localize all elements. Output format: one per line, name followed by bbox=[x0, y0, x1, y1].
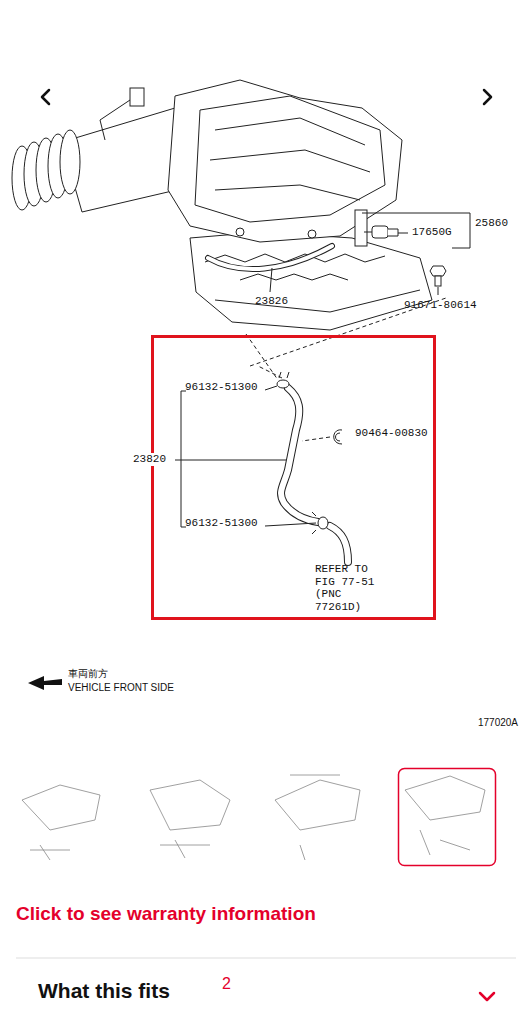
leader-line bbox=[265, 386, 277, 390]
divider bbox=[16, 958, 516, 959]
engine-drawing bbox=[60, 130, 80, 194]
leader-line bbox=[398, 233, 408, 234]
engine-drawing bbox=[12, 80, 432, 330]
section-heading: What this fits bbox=[38, 979, 170, 1003]
engine-drawing bbox=[130, 88, 144, 106]
engine-drawing bbox=[240, 274, 348, 280]
expand-chevron bbox=[480, 993, 494, 1000]
hose bbox=[281, 388, 318, 522]
nav-arrow bbox=[42, 90, 49, 104]
hose-clamp bbox=[336, 433, 341, 441]
leader-line bbox=[258, 366, 282, 378]
part-number: 91671-80614 bbox=[404, 299, 477, 312]
engine-drawing bbox=[100, 100, 130, 140]
valve-bracket bbox=[430, 266, 446, 276]
reference-note: REFER TO FIG 77-51 (PNC 77261D) bbox=[315, 563, 387, 614]
valve-bracket bbox=[435, 276, 441, 286]
callout-number: 25860 bbox=[475, 217, 508, 230]
hose bbox=[208, 246, 332, 269]
leader-line bbox=[270, 268, 272, 292]
valve-bracket bbox=[388, 229, 398, 236]
direction-arrow bbox=[28, 676, 62, 690]
hose bbox=[208, 246, 332, 269]
thumbnail bbox=[22, 785, 100, 860]
hose bbox=[330, 526, 348, 562]
leader-line bbox=[438, 287, 439, 295]
highlight-box: 96132-51300 90464-00830 96132-51300REFER T… bbox=[151, 335, 436, 620]
direction-note: VEHICLE FRONT SIDE bbox=[68, 682, 174, 694]
callout-number: 17650G bbox=[412, 226, 452, 239]
engine-drawing bbox=[308, 230, 316, 238]
thumbnail bbox=[405, 776, 485, 855]
leader-line bbox=[362, 213, 470, 248]
engine-drawing bbox=[236, 228, 244, 236]
direction-note: 車両前方 bbox=[68, 668, 108, 680]
hose bbox=[281, 388, 348, 562]
engine-drawing bbox=[215, 185, 360, 200]
thumbnail bbox=[150, 780, 230, 858]
leader-line bbox=[175, 366, 330, 527]
part-number: 96132-51300 bbox=[185, 381, 258, 394]
figure-code: 177020A bbox=[478, 717, 518, 729]
part-number: 96132-51300 bbox=[185, 517, 258, 530]
direction-arrow bbox=[28, 676, 62, 690]
engine-drawing bbox=[210, 150, 370, 172]
engine-drawing bbox=[215, 118, 365, 145]
thumbnail bbox=[399, 769, 496, 866]
leader-line bbox=[265, 523, 316, 526]
link-text: Click to see warranty information bbox=[16, 903, 316, 925]
hose bbox=[208, 246, 332, 269]
valve-bracket bbox=[355, 210, 446, 286]
hose-clamp bbox=[318, 517, 328, 529]
hose-clamp bbox=[277, 380, 289, 388]
callout-number: 23820 bbox=[131, 453, 168, 466]
leader-line bbox=[181, 391, 182, 527]
expand-chevron bbox=[480, 993, 494, 1000]
leader-line bbox=[175, 460, 286, 461]
valve-bracket bbox=[364, 232, 372, 233]
hose bbox=[330, 526, 348, 562]
hose-clamp bbox=[277, 372, 342, 534]
hose bbox=[281, 388, 318, 522]
part-number: 90464-00830 bbox=[355, 427, 428, 440]
valve-bracket bbox=[372, 226, 388, 238]
hose-clamp bbox=[334, 430, 342, 444]
callout-number: 23826 bbox=[255, 295, 288, 308]
divider bbox=[16, 958, 516, 959]
leader-line bbox=[246, 213, 470, 380]
nav-arrow bbox=[484, 90, 491, 104]
thumbnail bbox=[22, 769, 496, 866]
engine-drawing bbox=[215, 290, 420, 312]
leader-line bbox=[302, 437, 330, 441]
valve-bracket bbox=[355, 210, 367, 246]
thumbnail bbox=[275, 775, 360, 860]
count-badge: 2 bbox=[222, 975, 231, 993]
engine-drawing bbox=[195, 96, 385, 222]
